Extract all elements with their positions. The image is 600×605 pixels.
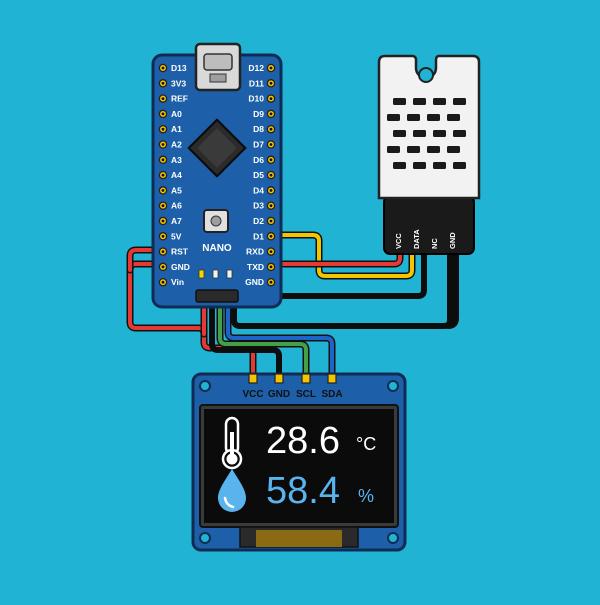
nano-pin-label: GND: [245, 277, 264, 287]
oled-display-module: VCC GND SCL SDA 28.6 °C 58.4 %: [191, 372, 407, 552]
nano-pin-label: A3: [171, 155, 182, 165]
nano-pin-label: D7: [253, 140, 264, 150]
dht-pin-label: GND: [448, 232, 457, 249]
led: [198, 269, 205, 279]
nano-pin-label: D3: [253, 201, 264, 211]
mounting-hole: [199, 532, 211, 544]
nano-pin-label: A5: [171, 185, 182, 195]
nano-pin-label: A0: [171, 109, 182, 119]
grille-slot: [407, 114, 420, 121]
nano-pin-label: D4: [253, 185, 264, 195]
board-name: NANO: [202, 243, 232, 254]
dht-pin-label: VCC: [394, 233, 403, 249]
wire-scl-green-core: [218, 298, 308, 378]
mounting-hole: [387, 380, 399, 392]
nano-pin-label: GND: [171, 262, 190, 272]
grille-slot: [447, 114, 460, 121]
oled-pin-label: GND: [268, 389, 290, 400]
oled-pin-vcc: [248, 373, 258, 384]
nano-pin-label: D13: [171, 63, 187, 73]
dht22-sensor: VCC DATA NC GND: [377, 54, 481, 255]
nano-pin-label: A6: [171, 201, 182, 211]
nano-pin-label: A1: [171, 124, 182, 134]
grille-slot: [387, 114, 400, 121]
wire-gnd-dht: [231, 222, 453, 329]
reset-button: [203, 209, 229, 233]
led: [226, 269, 233, 279]
grille-slot: [427, 114, 440, 121]
wire-data-yellow-core: [272, 223, 414, 278]
nano-pin-label: RST: [171, 247, 189, 257]
dht-grille: [387, 98, 466, 169]
humidity-value: 58.4: [266, 470, 340, 512]
grille-slot: [433, 98, 446, 105]
nano-pin-label: 5V: [171, 231, 182, 241]
grille-slot: [453, 98, 466, 105]
nano-pin-label: REF: [171, 94, 188, 104]
oled-pins: VCC GND SCL SDA: [242, 373, 343, 400]
grille-slot: [433, 130, 446, 137]
nano-pin-label: 3V3: [171, 78, 186, 88]
wire-5v-red-core: [128, 248, 165, 272]
humidity-unit: %: [358, 486, 374, 506]
wire-gnd-oled: [209, 297, 282, 379]
water-drop-icon: [218, 469, 246, 512]
oled-pin-scl: [301, 373, 311, 384]
nano-pin-label: D10: [248, 94, 264, 104]
nano-pin-label: D5: [253, 170, 264, 180]
grille-slot: [407, 146, 420, 153]
wire-sda-blue-core: [226, 298, 334, 378]
grille-slot: [447, 146, 460, 153]
nano-pin-label: D11: [249, 78, 264, 88]
wire-gnd-black-top: [271, 222, 427, 299]
led: [212, 269, 219, 279]
nano-pin-label: D6: [253, 155, 264, 165]
nano-pin-label: D9: [253, 109, 264, 119]
temperature-unit: °C: [356, 434, 376, 454]
grille-slot: [433, 162, 446, 169]
oled-pin-sda: [327, 373, 337, 384]
oled-pin-label: VCC: [242, 389, 263, 400]
grille-slot: [413, 162, 426, 169]
nano-header: [195, 289, 239, 303]
thermometer-icon: [221, 416, 243, 470]
temperature-value: 28.6: [266, 420, 340, 462]
nano-pin-label: TXD: [247, 262, 264, 272]
grille-slot: [393, 98, 406, 105]
nano-pin-label: D12: [248, 63, 264, 73]
grille-slot: [413, 98, 426, 105]
wire-dht-gnd-leg: [445, 222, 459, 329]
grille-slot: [453, 162, 466, 169]
nano-pin-label: RXD: [246, 247, 264, 257]
grille-slot: [393, 162, 406, 169]
grille-slot: [427, 146, 440, 153]
grille-slot: [393, 130, 406, 137]
dht-pin-labels: VCC DATA NC GND: [394, 229, 457, 249]
microcontroller-chip: [187, 118, 247, 178]
oled-pin-label: SDA: [321, 389, 342, 400]
nano-pin-label: Vin: [171, 277, 184, 287]
mounting-hole: [387, 532, 399, 544]
mounting-hole: [199, 380, 211, 392]
nano-pin-label: A4: [171, 170, 182, 180]
nano-pin-label: D8: [253, 124, 264, 134]
grille-slot: [413, 130, 426, 137]
mounting-hole: [418, 67, 434, 83]
wires: [126, 221, 459, 380]
grille-slot: [453, 130, 466, 137]
nano-pin-label: A7: [171, 216, 182, 226]
nano-pin-label: A2: [171, 140, 182, 150]
nano-pin-label: D2: [253, 216, 264, 226]
dht-pin-label: DATA: [412, 229, 421, 249]
oled-pin-label: SCL: [296, 389, 316, 400]
oled-pin-gnd: [274, 373, 284, 384]
dht-pin-label: NC: [430, 238, 439, 249]
nano-pin-label: D1: [253, 231, 264, 241]
grille-slot: [387, 146, 400, 153]
